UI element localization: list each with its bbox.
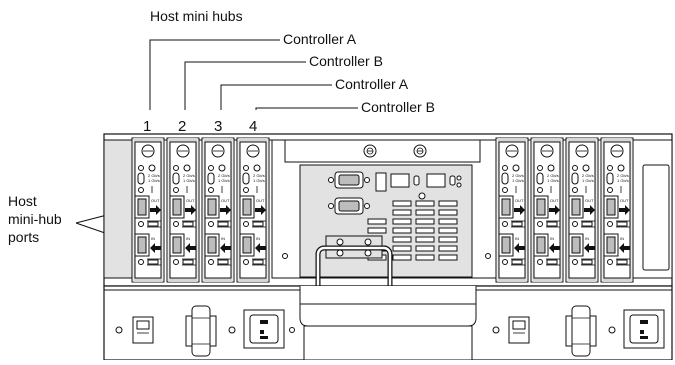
- mini-hub-5: [495, 137, 529, 283]
- mini-hub-2: [166, 137, 200, 283]
- label-host-mini-hubs: Host mini hubs: [150, 8, 243, 24]
- label-controller-a-1: Controller A: [283, 31, 357, 47]
- power-connector-icon: [623, 309, 665, 349]
- label-controller-b-2: Controller B: [309, 53, 383, 69]
- hub-number-1: 1: [143, 118, 151, 135]
- center-panel: [271, 139, 497, 295]
- power-connector-icon: [243, 309, 285, 349]
- hub-number-3: 3: [214, 118, 222, 135]
- hub-number-4: 4: [249, 118, 257, 135]
- mini-hub-8: [600, 137, 634, 283]
- label-host-ports-3: ports: [8, 229, 39, 245]
- power-switch-icon: [375, 172, 387, 192]
- thumbscrew-icon: [413, 144, 427, 158]
- label-controller-a-3: Controller A: [335, 76, 409, 92]
- serial-port-icon: [328, 197, 370, 215]
- label-controller-b-4: Controller B: [361, 99, 435, 115]
- label-host-ports-1: Host: [8, 193, 37, 209]
- serial-port-icon: [328, 171, 370, 189]
- mini-hub-3: [201, 137, 235, 283]
- mini-hub-6: [530, 137, 564, 283]
- power-supply-left: [115, 305, 295, 357]
- mini-hub-7: [565, 137, 599, 283]
- power-supply-right: [492, 305, 665, 357]
- mini-hub-1: [131, 137, 165, 283]
- hub-number-2: 2: [178, 118, 186, 135]
- label-host-ports-2: mini-hub: [8, 211, 62, 227]
- vent-grid: [367, 200, 458, 261]
- thumbscrew-icon: [363, 144, 377, 158]
- chassis-lower: [103, 285, 673, 361]
- mini-hub-4: [236, 137, 270, 283]
